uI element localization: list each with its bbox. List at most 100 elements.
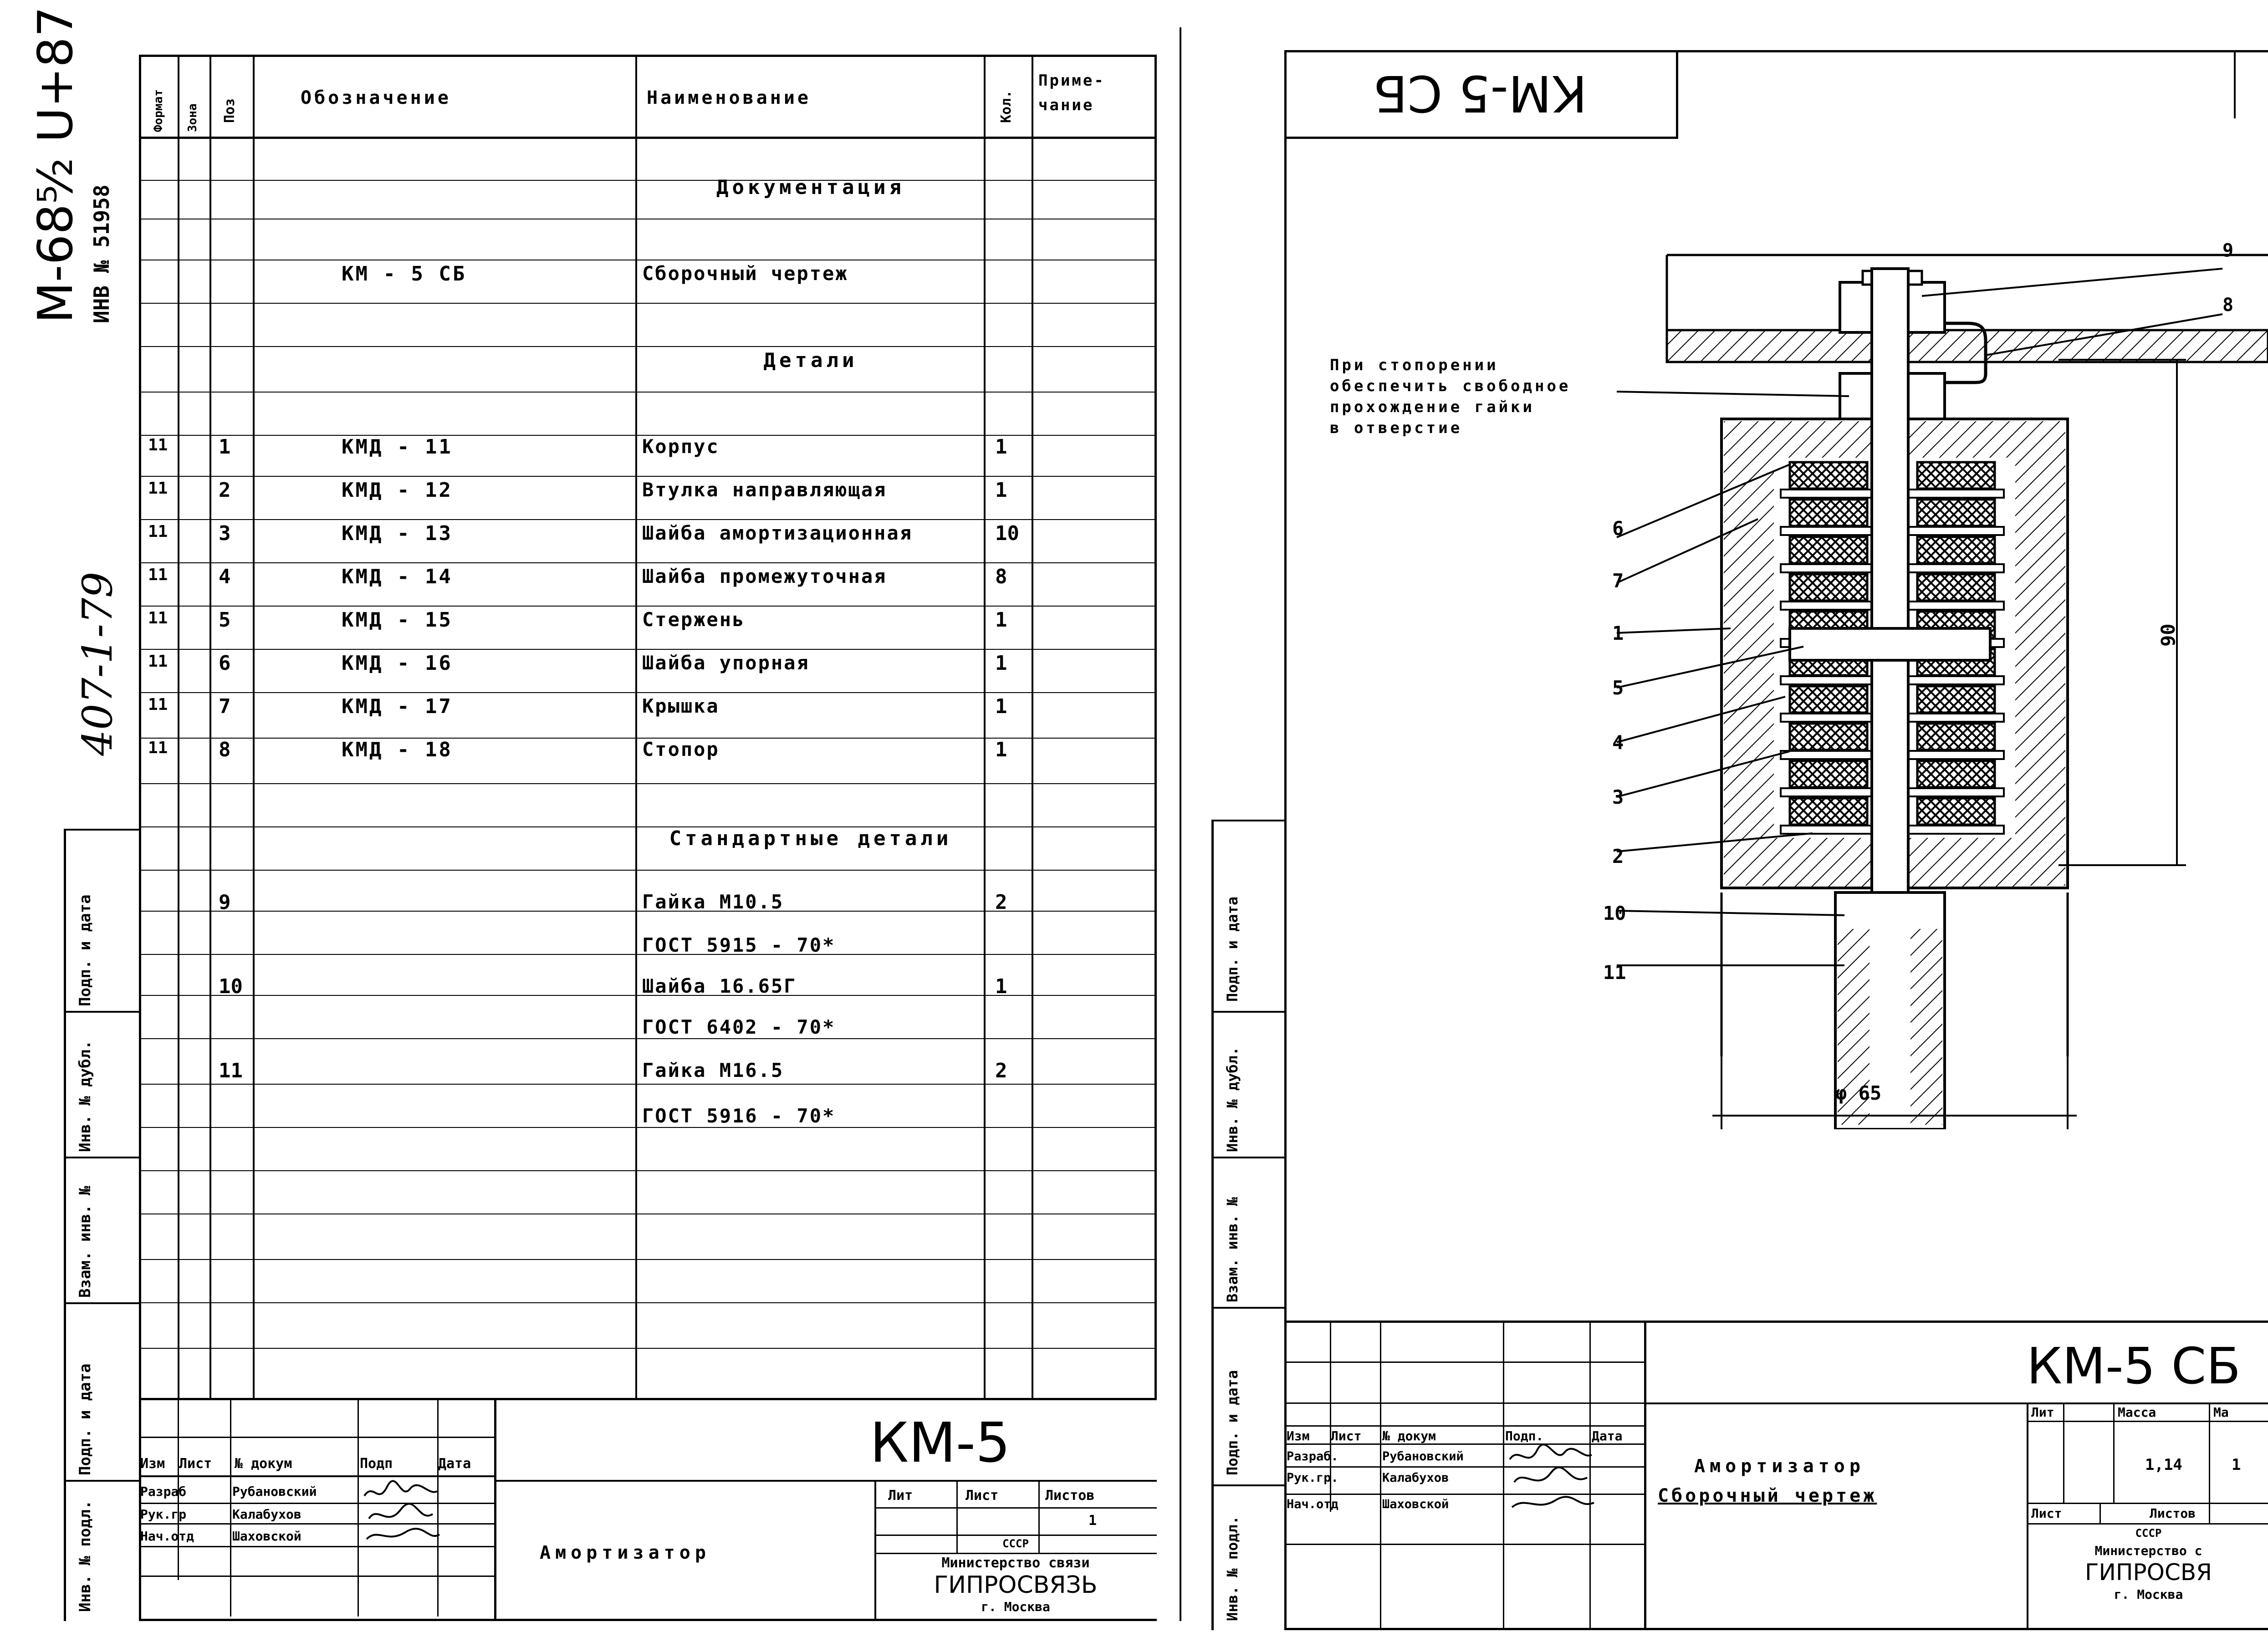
side-label-vzam-inv: Взам. инв. № [76,1186,94,1298]
right-org-line2: Министерство с [2094,1543,2202,1558]
header-format: Формат [152,89,165,132]
row-designation: КМД - 14 [342,565,453,588]
note-line-4: в отверстие [1330,419,1463,437]
row-qty: 2 [995,891,1007,914]
row-format: 11 [148,436,168,454]
row-qty: 1 [995,479,1007,502]
left-col-date: Дата [438,1456,471,1472]
row-format: 11 [148,522,168,541]
right-sheet: Лист [2031,1506,2062,1521]
right-side-podp-data-2: Подп. и дата [1224,1370,1241,1475]
row-heading: Документация [716,176,905,199]
row-pos: 3 [219,522,231,545]
row-pos: 8 [219,738,231,761]
row-pos: 7 [219,695,231,718]
right-org-city: г. Москва [2114,1587,2183,1602]
row-qty: 1 [995,652,1007,675]
header-zone: Зона [186,103,199,132]
left-role-3: Нач.отд [140,1529,194,1544]
row-designation: КМД - 18 [342,738,453,761]
callout-8: 8 [2222,295,2234,316]
callout-4: 4 [1612,731,1624,754]
row-qty: 1 [995,975,1007,998]
side-label-inv-dubl: Инв. № дубл. [76,1040,94,1152]
row-name: Гайка М10.5 [642,891,784,913]
left-col-podp: Подп [360,1456,393,1472]
row-name: ГОСТ 5916 - 70* [642,1105,836,1127]
row-designation: КМД - 17 [342,695,453,718]
right-org-name: ГИПРОСВЯ [2085,1559,2212,1586]
row-designation: КМД - 12 [342,479,453,502]
assembly-drawing [1616,254,2268,1129]
row-pos: 9 [219,891,231,914]
row-name: Шайба 16.65Г [642,975,797,997]
row-name: ГОСТ 6402 - 70* [642,1016,836,1038]
row-format: 11 [148,609,168,627]
row-format: 11 [148,566,168,584]
header-qty: Кол. [998,90,1014,123]
row-name: Втулка направляющая [642,479,887,501]
row-pos: 11 [219,1059,243,1082]
right-col-izm: Изм [1287,1428,1310,1443]
row-name: Шайба промежуточная [642,565,887,587]
right-col-doc: № докум [1382,1428,1436,1443]
row-designation: КМД - 16 [342,652,453,675]
margin-stamp-inv: ИНВ № 51958 [89,184,114,323]
right-side-vzam-inv: Взам. инв. № [1224,1197,1241,1302]
right-name-1: Рубановский [1382,1449,1464,1464]
right-sheets: Листов [2150,1506,2196,1521]
dimension-diameter: φ 65 [1835,1082,1882,1104]
row-pos: 2 [219,479,231,502]
row-name: Шайба амортизационная [642,522,913,544]
row-name: Гайка М16.5 [642,1059,784,1081]
callout-6: 6 [1612,517,1624,540]
right-side-inv-dubl: Инв. № дубл. [1224,1046,1241,1152]
row-designation: КМД - 15 [342,608,453,632]
signature-1 [363,1480,440,1540]
callout-5: 5 [1612,677,1624,699]
row-qty: 2 [995,1059,1007,1082]
row-pos: 4 [219,565,231,588]
left-col-izm: Изм [140,1456,165,1472]
left-title: Амортизатор [540,1542,710,1563]
row-name: Стержень [642,608,746,631]
row-name: Крышка [642,695,720,717]
left-role-1: Разраб [140,1484,187,1499]
signature-2 [1509,1443,1594,1508]
right-scale-value: 1 [2232,1456,2241,1474]
row-designation: КМД - 11 [342,435,453,459]
side-label-podp-data-2: Подп. и дата [76,1363,94,1475]
dimension-height: 90 [2157,623,2179,647]
row-format: 11 [148,652,168,671]
left-name-3: Шаховской [232,1529,301,1544]
left-name-1: Рубановский [232,1484,317,1499]
side-label-inv-podl: Инв. № подл. [76,1500,94,1612]
row-format: 11 [148,695,168,714]
callout-1: 1 [1612,622,1624,644]
row-pos: 5 [219,608,231,632]
row-pos: 1 [219,435,231,459]
row-qty: 1 [995,695,1007,718]
row-format: 11 [148,739,168,757]
row-qty: 8 [995,565,1007,588]
left-sheets-value: 1 [1088,1513,1097,1529]
note-line-1: При стопорении [1330,356,1499,374]
left-org-line2: Министерство связи [941,1555,1090,1571]
row-qty: 1 [995,608,1007,632]
row-format: 11 [148,479,168,498]
right-mass: Масса [2118,1405,2156,1420]
row-designation: КМ - 5 СБ [342,262,467,286]
margin-stamp: М-68⁵⁄₂ U+87 ИНВ № 51958 [27,6,137,332]
row-qty: 1 [995,435,1007,459]
left-name-2: Калабухов [232,1507,301,1522]
header-name: Наименование [647,87,811,108]
left-lit: Лит [888,1488,913,1504]
row-name: Стопор [642,738,720,760]
right-role-3: Нач.отд [1287,1497,1338,1511]
right-role-2: Рук.гр. [1287,1471,1338,1485]
right-side-podp-data: Подп. и дата [1224,896,1241,1002]
row-designation: КМД - 13 [342,522,453,545]
row-qty: 10 [995,522,1019,545]
row-heading: Детали [763,349,858,372]
callout-10: 10 [1603,902,1626,924]
